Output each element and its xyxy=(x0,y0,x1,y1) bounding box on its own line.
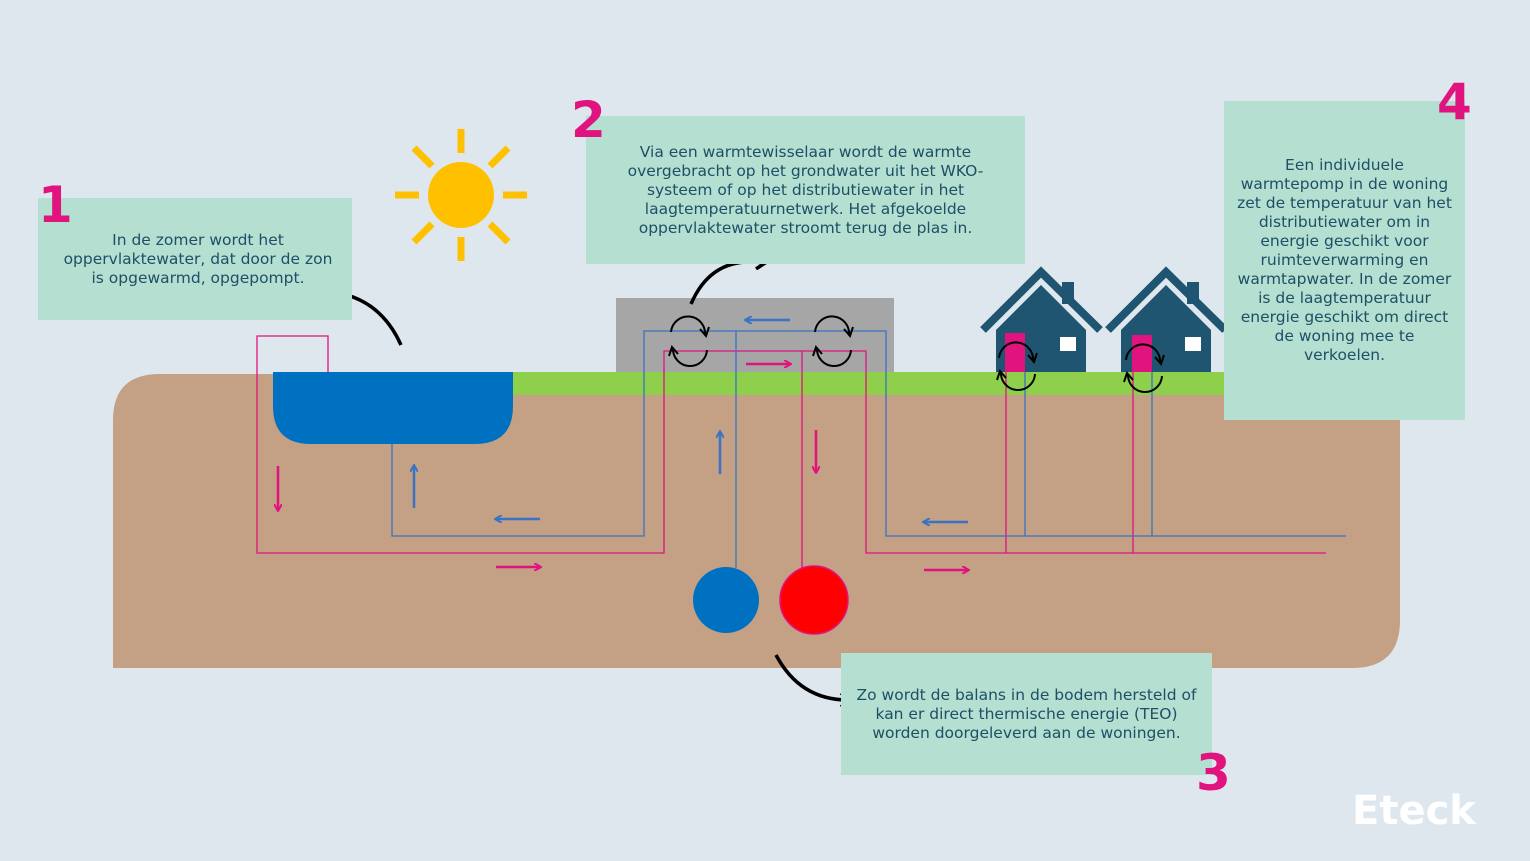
step-1-number: 1 xyxy=(38,176,73,234)
curved-arrow-icon xyxy=(774,654,848,700)
heat-exchanger-icon xyxy=(812,315,854,367)
flow-arrow-icon xyxy=(278,320,968,570)
house-icon xyxy=(980,266,1103,372)
step-1-textbox: In de zomer wordt het oppervlaktewater, … xyxy=(38,198,352,320)
cold-pipe xyxy=(391,330,1346,568)
step-2-textbox: Via een warmtewisselaar wordt de warmte … xyxy=(586,116,1025,264)
step-1-text: In de zomer wordt het oppervlaktewater, … xyxy=(63,230,333,287)
eteck-logo: Eteck xyxy=(1352,788,1476,834)
step-2-text: Via een warmtewisselaar wordt de warmte … xyxy=(627,142,984,237)
house-icon xyxy=(1105,266,1228,372)
heat-exchanger-icon xyxy=(668,315,710,367)
sun-icon xyxy=(395,129,527,261)
heat-exchanger-icon xyxy=(996,341,1038,391)
step-3-number: 3 xyxy=(1196,744,1231,802)
grass-strip xyxy=(513,372,1225,395)
step-4-number: 4 xyxy=(1437,73,1472,131)
heat-exchanger-building xyxy=(616,298,894,372)
heat-exchanger-icon xyxy=(1123,343,1165,393)
warm-pipe xyxy=(256,335,1326,568)
hot-well xyxy=(779,565,849,635)
step-2-number: 2 xyxy=(571,91,606,149)
cold-well xyxy=(693,567,759,633)
step-3-textbox: Zo wordt de balans in de bodem hersteld … xyxy=(841,653,1212,775)
step-3-text: Zo wordt de balans in de bodem hersteld … xyxy=(856,685,1197,742)
soil-ground xyxy=(113,374,1400,668)
step-4-text: Een individuele warmtepomp in de woning … xyxy=(1237,156,1452,364)
surface-water-lake xyxy=(273,372,513,444)
step-4-textbox: Een individuele warmtepomp in de woning … xyxy=(1224,101,1465,420)
curved-arrow-icon xyxy=(689,262,764,305)
